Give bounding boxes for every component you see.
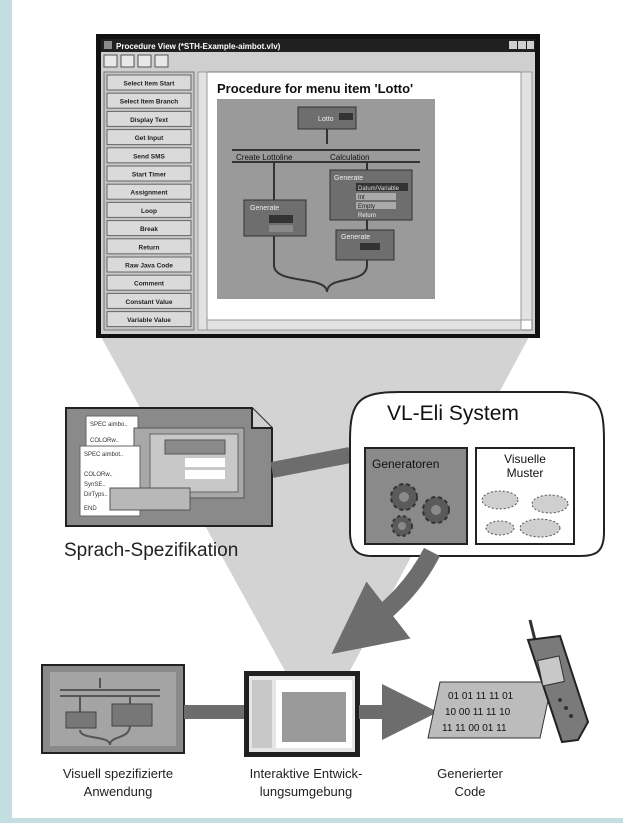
- generators-label: Generatoren: [372, 457, 439, 471]
- ide-thumbnail: [244, 671, 360, 757]
- spec-line-3: SPEC aimbot..: [84, 452, 124, 458]
- left-ruler: [197, 71, 208, 331]
- palette-button-label: Loop: [141, 208, 157, 215]
- palette-button-label: Comment: [134, 281, 165, 288]
- copy-icon[interactable]: [120, 54, 135, 68]
- palette-button[interactable]: [106, 311, 192, 328]
- palette-button[interactable]: [106, 220, 192, 237]
- palette-sidebar: [103, 71, 195, 331]
- vertical-scrollbar[interactable]: [520, 71, 533, 321]
- pattern-clouds-icon: [481, 490, 569, 538]
- horizontal-scrollbar[interactable]: [206, 319, 522, 331]
- window-title: Procedure View (*STH-Example-aimbot.vlv): [116, 42, 281, 51]
- palette-button-label: Return: [139, 244, 160, 251]
- system-to-ide-arrow: [331, 547, 440, 654]
- code-row-1: 01 01 11 11 01: [448, 691, 514, 702]
- flow-node-right-row-2: Datum/Variable: [358, 186, 400, 192]
- window-controls: [509, 41, 534, 49]
- palette-button-label: Select Item Start: [124, 81, 176, 88]
- palette-button[interactable]: [106, 256, 192, 273]
- spec-label: Sprach-Spezifikation: [64, 540, 238, 561]
- palette-button-label: Select Item Branch: [120, 99, 179, 106]
- flow-node-right-row-3: Int: [358, 195, 365, 201]
- palette-button[interactable]: [106, 183, 192, 200]
- system-title: VL-Eli System: [387, 402, 519, 425]
- spec-to-system-connector: [270, 447, 352, 478]
- window-menu-icon[interactable]: [104, 41, 112, 49]
- palette-button[interactable]: [106, 274, 192, 291]
- palette-button[interactable]: [106, 292, 192, 309]
- palette-button-label: Assignment: [130, 190, 168, 197]
- palette-button-label: Raw Java Code: [125, 263, 173, 270]
- maximize-icon[interactable]: [518, 41, 526, 49]
- procedure-heading: Procedure for menu item 'Lotto': [217, 81, 413, 96]
- palette-button-label: Get Input: [135, 135, 164, 142]
- palette-button[interactable]: [106, 129, 192, 146]
- spec-line-5: SynSE..: [84, 482, 106, 488]
- procedure-view-window: Procedure View (*STH-Example-aimbot.vlv)…: [96, 34, 540, 338]
- palette-button-label: Variable Value: [127, 317, 171, 324]
- procedure-flowchart: Lotto Create Lottoline Calculation Gener…: [217, 99, 435, 299]
- branch-left-label: Create Lottoline: [236, 153, 293, 162]
- spec-line-2: COLORw..: [90, 438, 119, 444]
- flow-node-right-row-5: Return: [358, 213, 376, 219]
- code-label-1: Generierter: [437, 766, 503, 781]
- minimize-icon[interactable]: [509, 41, 517, 49]
- palette-button-label: Send SMS: [133, 153, 165, 160]
- vl-eli-system: VL-Eli System Generatoren Visuelle Muste…: [349, 391, 605, 557]
- spec-line-4: COLORw..: [84, 472, 113, 478]
- palette-button-label: Start Timer: [132, 172, 167, 179]
- palette-button[interactable]: [106, 165, 192, 182]
- palette-button[interactable]: [106, 110, 192, 127]
- palette-button-label: Display Text: [130, 117, 169, 124]
- application-thumbnail: [41, 664, 185, 754]
- edit-icon[interactable]: [154, 54, 169, 68]
- ide-label-2: lungsumgebung: [260, 784, 353, 799]
- app-label-2: Anwendung: [84, 784, 153, 799]
- code-row-2: 10 00 11 11 10: [445, 707, 511, 718]
- code-label-2: Code: [454, 784, 485, 799]
- flow-node-right-row-1: Generate: [334, 175, 363, 182]
- flow-node-right-row-4: Empty: [358, 204, 375, 210]
- save-icon[interactable]: [103, 54, 118, 68]
- palette-button-label: Constant Value: [126, 299, 173, 306]
- palette-button[interactable]: [106, 238, 192, 255]
- patterns-label-2: Muster: [507, 466, 544, 480]
- flow-node-top-value: [339, 113, 353, 120]
- spec-line-7: END: [84, 506, 97, 512]
- flow-merge: [273, 264, 368, 293]
- code-row-3: 11 11 00 01 11: [442, 723, 507, 734]
- ide-label-1: Interaktive Entwick-: [250, 766, 363, 781]
- palette-button[interactable]: [106, 201, 192, 218]
- patterns-label-1: Visuelle: [504, 452, 546, 466]
- app-label-1: Visuell spezifizierte: [63, 766, 173, 781]
- gears-icon: [390, 483, 450, 537]
- palette-button[interactable]: [106, 74, 192, 91]
- flow-node-lower-label: Generate: [341, 234, 370, 241]
- palette-button[interactable]: [106, 147, 192, 164]
- spec-line-1: SPEC aimbo..: [90, 422, 128, 428]
- palette-button-label: Break: [140, 226, 158, 233]
- toolbar: [103, 54, 169, 68]
- mobile-phone-icon: [526, 619, 590, 744]
- close-icon[interactable]: [527, 41, 534, 49]
- window-titlebar: [101, 39, 535, 52]
- spec-document: SPEC aimbo.. COLORw.. SPEC aimbot.. COLO…: [65, 407, 273, 527]
- flow-node-top-label: Lotto: [318, 116, 334, 123]
- print-icon[interactable]: [137, 54, 152, 68]
- palette-button[interactable]: [106, 92, 192, 109]
- branch-right-label: Calculation: [330, 153, 370, 162]
- flow-node-left-label: Generate: [250, 205, 279, 212]
- spec-line-6: DirTyps..: [84, 492, 108, 498]
- generated-code-block: 01 01 11 11 01 10 00 11 11 10 11 11 00 0…: [427, 681, 553, 739]
